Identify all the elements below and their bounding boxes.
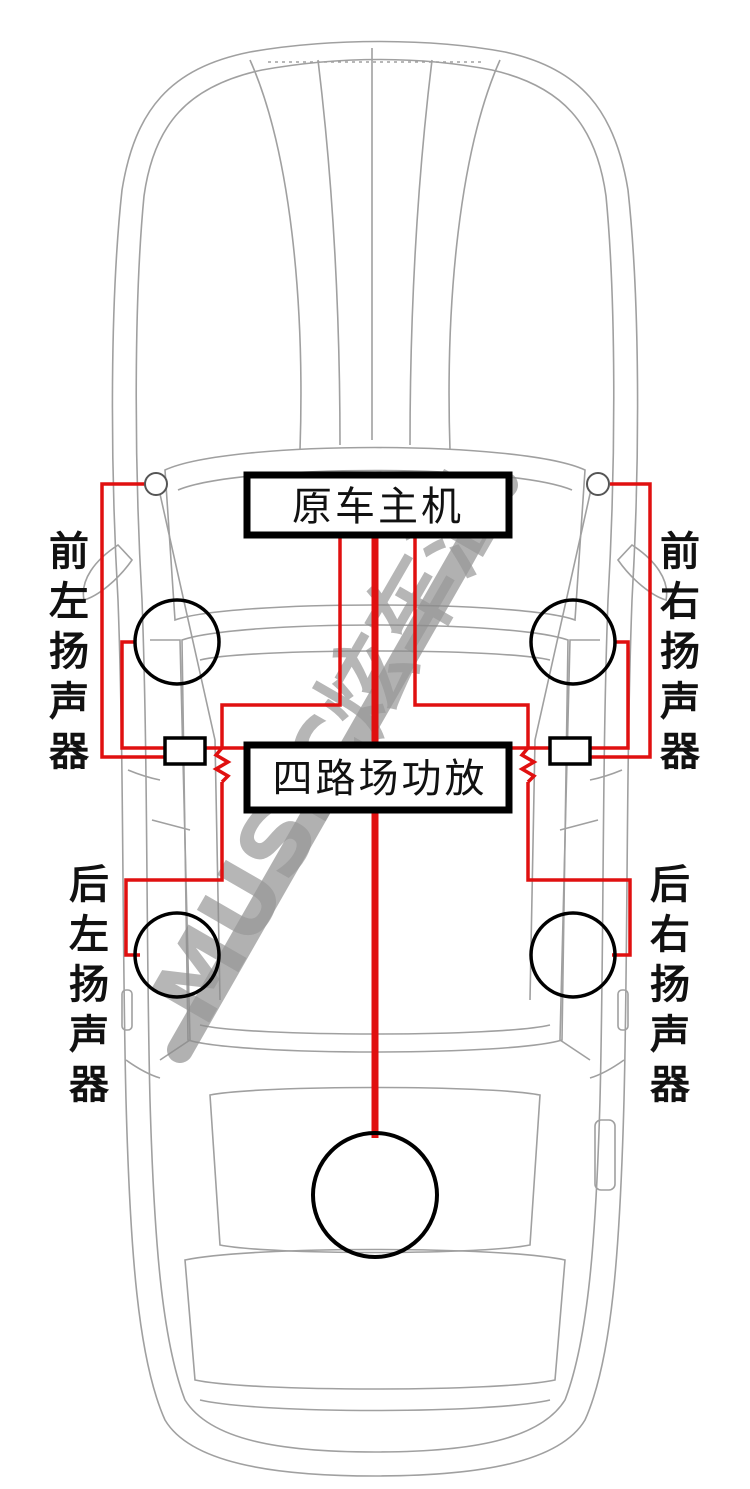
speaker-front-left: [133, 598, 221, 686]
crossover-right: [548, 736, 592, 766]
label-char: 后: [69, 862, 109, 908]
label-char: 扬: [660, 629, 700, 675]
label-char: 左: [69, 912, 109, 958]
label-char: 声: [660, 679, 700, 725]
head-unit: 原车主机: [243, 471, 513, 539]
label-char: 右: [660, 579, 700, 625]
speaker-rear-right: [529, 911, 617, 999]
label-rear-right: 后 右 扬 声 器: [645, 860, 695, 1110]
speaker-front-right: [529, 598, 617, 686]
label-front-left: 前 左 扬 声 器: [44, 527, 94, 777]
label-char: 器: [49, 729, 89, 775]
label-char: 前: [49, 529, 89, 575]
label-char: 前: [660, 529, 700, 575]
label-char: 器: [69, 1062, 109, 1108]
label-char: 器: [660, 729, 700, 775]
label-char: 声: [69, 1012, 109, 1058]
label-front-right: 前 右 扬 声 器: [655, 527, 705, 777]
label-char: 左: [49, 579, 89, 625]
label-char: 右: [650, 912, 690, 958]
label-rear-left: 后 左 扬 声 器: [64, 860, 114, 1110]
label-char: 声: [49, 679, 89, 725]
wiring: [100, 482, 652, 1138]
label-char: 声: [650, 1012, 690, 1058]
label-char: 后: [650, 862, 690, 908]
head-unit-label: 原车主机: [292, 484, 464, 530]
tweeter-right: [586, 472, 610, 496]
label-char: 扬: [69, 962, 109, 1008]
label-char: 扬: [650, 962, 690, 1008]
tweeter-left: [144, 472, 168, 496]
subwoofer: [311, 1131, 439, 1259]
amplifier: 四路场功放: [243, 741, 513, 814]
label-char: 扬: [49, 629, 89, 675]
label-char: 器: [650, 1062, 690, 1108]
amplifier-label: 四路场功放: [273, 756, 488, 802]
speaker-rear-left: [133, 911, 221, 999]
crossover-left: [163, 736, 207, 766]
